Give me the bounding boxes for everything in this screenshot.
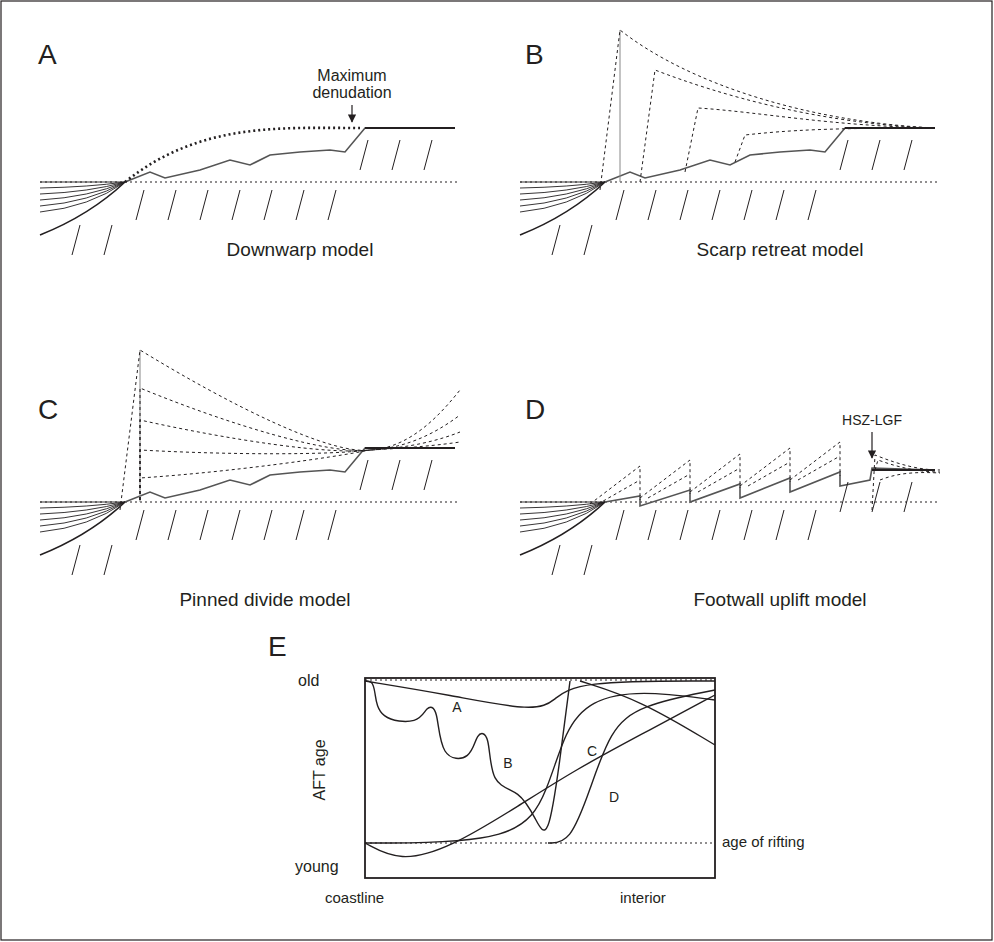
model-panel — [520, 432, 940, 575]
annotation: AFT age — [311, 739, 329, 800]
model-panel — [40, 105, 460, 255]
annotation: coastline — [325, 890, 384, 907]
panel-letter: D — [525, 395, 545, 426]
model-name: Pinned divide model — [179, 590, 350, 611]
annotation: D — [609, 790, 619, 805]
annotation: interior — [620, 890, 666, 907]
panel-letter: A — [38, 40, 57, 71]
panel-letter: C — [38, 395, 58, 426]
aft-chart — [365, 678, 715, 878]
annotation: age of rifting — [722, 834, 805, 851]
model-panel — [40, 350, 460, 575]
annotation: A — [452, 700, 461, 715]
annotation: Maximum denudation — [302, 67, 402, 102]
model-name: Scarp retreat model — [697, 240, 864, 261]
model-name: Footwall uplift model — [693, 590, 866, 611]
annotation: B — [503, 756, 512, 771]
model-panel — [520, 30, 940, 255]
panel-letter: B — [525, 40, 544, 71]
panel-letter: E — [268, 632, 287, 663]
annotation: HSZ-LGF — [842, 413, 902, 428]
annotation: C — [587, 744, 597, 759]
annotation: young — [295, 858, 339, 876]
annotation: old — [298, 672, 319, 690]
model-name: Downwarp model — [227, 240, 374, 261]
